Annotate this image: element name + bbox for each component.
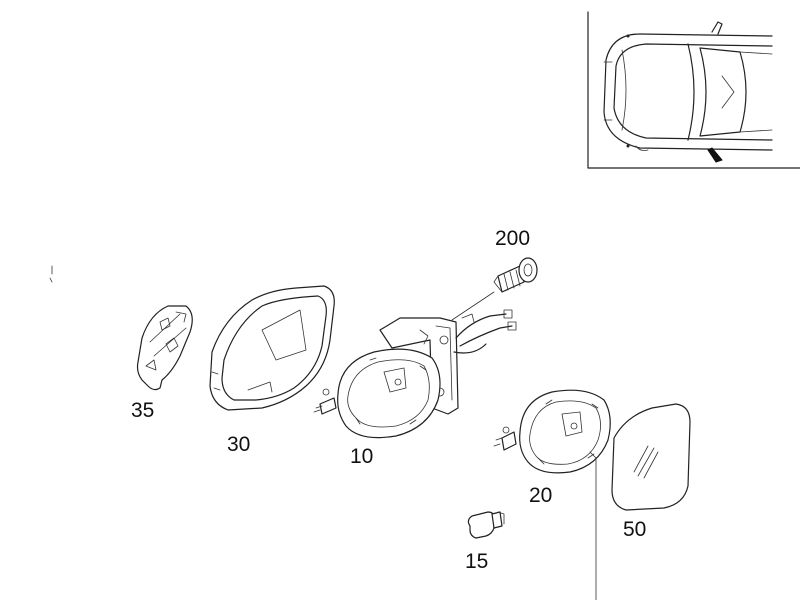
turn-signal-lamp-icon xyxy=(136,305,193,391)
screw-icon xyxy=(493,257,538,293)
part-30-housing-cover xyxy=(209,285,335,411)
mirror-glass-icon xyxy=(611,403,691,511)
part-10-adjuster-assembly xyxy=(313,309,517,439)
callout-30: 30 xyxy=(227,433,251,456)
bulb-icon xyxy=(467,511,505,539)
callout-35: 35 xyxy=(131,399,155,422)
car-top-view-icon xyxy=(603,21,773,163)
callout-10: 10 xyxy=(350,445,374,468)
mirror-housing-cover-icon xyxy=(209,285,335,411)
callout-200: 200 xyxy=(495,227,531,250)
part-35-turn-signal xyxy=(136,305,193,391)
part-15-bulb xyxy=(467,511,505,539)
mirror-adjuster-icon xyxy=(313,309,517,439)
part-20-adjuster xyxy=(493,389,611,600)
part-50-mirror-glass xyxy=(611,403,691,511)
part-200-screw xyxy=(451,257,538,321)
callout-15: 15 xyxy=(465,550,489,573)
car-location-inset xyxy=(587,11,800,169)
callout-20: 20 xyxy=(529,484,553,507)
callout-50: 50 xyxy=(623,518,647,541)
